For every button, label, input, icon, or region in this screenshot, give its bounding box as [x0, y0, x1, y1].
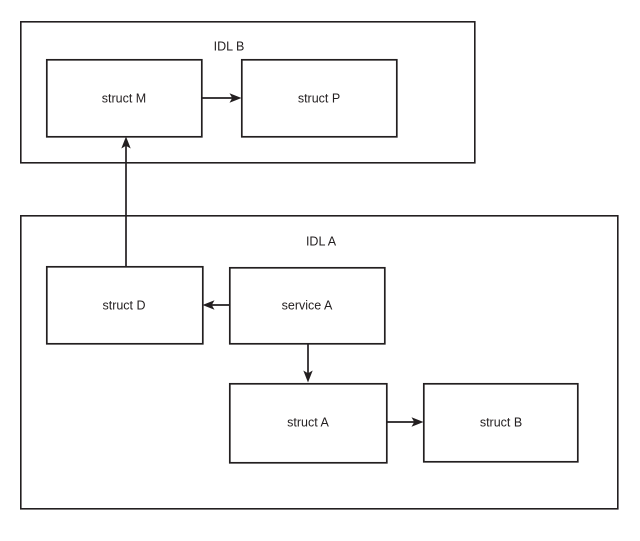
edge-service-a-to-struct-d: [202, 300, 229, 310]
container-idl-b-label: IDL B: [214, 39, 245, 53]
node-struct-p-rect[interactable]: [240, 58, 398, 138]
container-idl-a[interactable]: IDL A: [19, 215, 619, 510]
node-service-a[interactable]: service A: [228, 266, 386, 345]
edge-struct-m-to-struct-p: [202, 93, 242, 103]
edge-service-a-to-struct-a: [303, 344, 313, 383]
node-struct-b-rect[interactable]: [422, 382, 579, 463]
edge-struct-d-to-struct-m-arrowhead: [121, 136, 131, 149]
container-idl-a-label: IDL A: [306, 234, 337, 248]
node-struct-p-label: struct P: [298, 91, 340, 105]
node-struct-p[interactable]: struct P: [240, 58, 398, 138]
edge-struct-d-to-struct-m: [121, 136, 131, 266]
edge-struct-a-to-struct-b-arrowhead: [411, 417, 424, 427]
node-struct-d-rect[interactable]: [45, 265, 204, 345]
edge-service-a-to-struct-a-arrowhead: [303, 370, 313, 383]
node-struct-d-label: struct D: [102, 298, 145, 312]
container-idl-a-rect[interactable]: [19, 215, 619, 510]
node-service-a-rect[interactable]: [228, 266, 386, 345]
node-struct-d[interactable]: struct D: [45, 265, 204, 345]
node-struct-a-rect[interactable]: [228, 382, 388, 464]
node-struct-m-label: struct M: [102, 91, 146, 105]
node-struct-b[interactable]: struct B: [422, 382, 579, 463]
node-struct-m-rect[interactable]: [45, 58, 203, 138]
edge-struct-a-to-struct-b: [387, 417, 424, 427]
edge-service-a-to-struct-d-arrowhead: [202, 300, 215, 310]
node-struct-a-label: struct A: [287, 415, 329, 429]
node-struct-b-label: struct B: [480, 415, 522, 429]
node-struct-m[interactable]: struct M: [45, 58, 203, 138]
node-struct-a[interactable]: struct A: [228, 382, 388, 464]
edge-struct-m-to-struct-p-arrowhead: [229, 93, 242, 103]
node-service-a-label: service A: [282, 298, 333, 312]
